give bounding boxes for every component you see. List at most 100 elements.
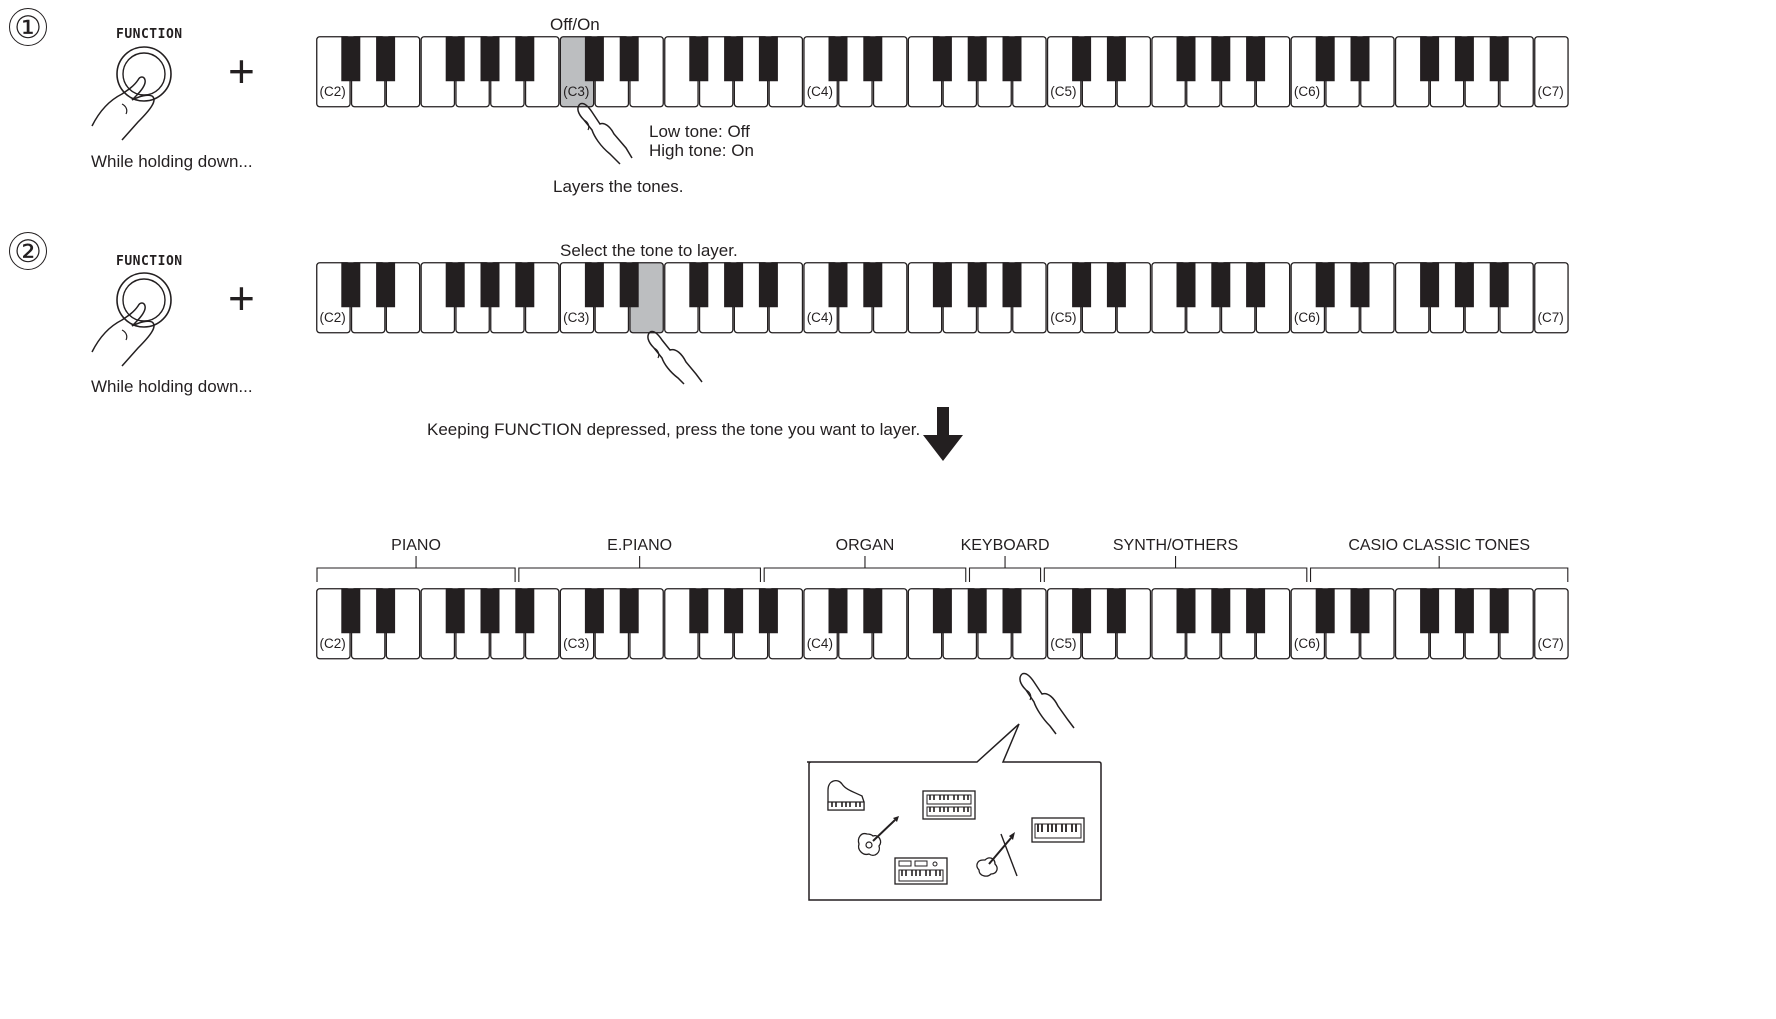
- black-key[interactable]: [1002, 36, 1022, 82]
- instruction-caption: Keeping FUNCTION depressed, press the to…: [427, 420, 921, 439]
- octave-label: (C3): [563, 310, 589, 325]
- black-key[interactable]: [1176, 262, 1196, 308]
- black-key[interactable]: [1350, 588, 1370, 634]
- black-key[interactable]: [445, 588, 465, 634]
- white-key[interactable]: [1534, 588, 1569, 660]
- black-key[interactable]: [376, 36, 396, 82]
- black-key[interactable]: [341, 262, 361, 308]
- black-key[interactable]: [1106, 588, 1126, 634]
- black-key[interactable]: [1489, 36, 1509, 82]
- black-key[interactable]: [515, 36, 535, 82]
- black-key[interactable]: [758, 36, 778, 82]
- black-key[interactable]: [932, 588, 952, 634]
- black-key[interactable]: [689, 36, 709, 82]
- black-key[interactable]: [584, 36, 604, 82]
- black-key[interactable]: [724, 262, 744, 308]
- black-key[interactable]: [619, 262, 639, 308]
- black-key[interactable]: [967, 262, 987, 308]
- black-key[interactable]: [515, 262, 535, 308]
- black-key[interactable]: [1350, 36, 1370, 82]
- tone-category-label: KEYBOARD: [960, 537, 1050, 554]
- black-key[interactable]: [1176, 36, 1196, 82]
- black-key[interactable]: [341, 36, 361, 82]
- black-key[interactable]: [724, 36, 744, 82]
- black-key[interactable]: [1489, 262, 1509, 308]
- black-key[interactable]: [863, 36, 883, 82]
- black-key[interactable]: [515, 588, 535, 634]
- function-button-hand-icon: [91, 272, 172, 367]
- black-key[interactable]: [828, 36, 848, 82]
- octave-label: (C5): [1050, 310, 1076, 325]
- black-key[interactable]: [1489, 588, 1509, 634]
- octave-label: (C2): [320, 84, 346, 99]
- black-key[interactable]: [1315, 588, 1335, 634]
- black-key[interactable]: [1454, 588, 1474, 634]
- black-key[interactable]: [1211, 588, 1231, 634]
- black-key[interactable]: [376, 588, 396, 634]
- black-key[interactable]: [932, 262, 952, 308]
- black-key[interactable]: [863, 588, 883, 634]
- layers-tones-caption: Layers the tones.: [553, 177, 684, 196]
- tone-category-label: PIANO: [391, 537, 441, 554]
- black-key[interactable]: [689, 588, 709, 634]
- black-key[interactable]: [1211, 36, 1231, 82]
- off-on-label: Off/On: [550, 15, 600, 34]
- black-key[interactable]: [619, 588, 639, 634]
- black-key[interactable]: [1246, 262, 1266, 308]
- keyboard-icon: [894, 857, 948, 885]
- octave-label: (C6): [1294, 636, 1320, 651]
- black-key[interactable]: [758, 588, 778, 634]
- black-key[interactable]: [1420, 262, 1440, 308]
- black-key[interactable]: [1420, 588, 1440, 634]
- white-key[interactable]: [1534, 262, 1569, 334]
- black-key[interactable]: [1246, 36, 1266, 82]
- black-key[interactable]: [1002, 588, 1022, 634]
- black-key[interactable]: [480, 262, 500, 308]
- black-key[interactable]: [1106, 262, 1126, 308]
- black-key[interactable]: [967, 36, 987, 82]
- tone-category-label: E.PIANO: [607, 537, 673, 554]
- black-key[interactable]: [341, 588, 361, 634]
- black-key[interactable]: [445, 36, 465, 82]
- black-key[interactable]: [1315, 36, 1335, 82]
- keyboard-step-1: (C2)(C3)(C4)(C5)(C6)(C7): [316, 36, 1569, 108]
- black-key[interactable]: [932, 36, 952, 82]
- black-key[interactable]: [724, 588, 744, 634]
- white-key[interactable]: [1534, 36, 1569, 108]
- black-key[interactable]: [1072, 36, 1092, 82]
- black-key[interactable]: [619, 36, 639, 82]
- black-key[interactable]: [1246, 588, 1266, 634]
- pressing-hand-icon: [577, 102, 633, 165]
- octave-label: (C5): [1050, 636, 1076, 651]
- plus-sign: +: [228, 272, 255, 324]
- black-key[interactable]: [1072, 588, 1092, 634]
- black-key[interactable]: [376, 262, 396, 308]
- black-key[interactable]: [584, 588, 604, 634]
- black-key[interactable]: [828, 588, 848, 634]
- black-key[interactable]: [445, 262, 465, 308]
- black-key[interactable]: [828, 262, 848, 308]
- black-key[interactable]: [1350, 262, 1370, 308]
- black-key[interactable]: [1211, 262, 1231, 308]
- black-key[interactable]: [1072, 262, 1092, 308]
- black-key[interactable]: [1106, 36, 1126, 82]
- black-key[interactable]: [1420, 36, 1440, 82]
- black-key[interactable]: [1315, 262, 1335, 308]
- category-bracket: [1043, 567, 1308, 582]
- category-bracket: [763, 567, 967, 582]
- black-key[interactable]: [480, 588, 500, 634]
- black-key[interactable]: [689, 262, 709, 308]
- black-key[interactable]: [1176, 588, 1196, 634]
- black-key[interactable]: [1454, 36, 1474, 82]
- black-key[interactable]: [758, 262, 778, 308]
- category-bracket: [518, 567, 761, 582]
- black-key[interactable]: [967, 588, 987, 634]
- black-key[interactable]: [480, 36, 500, 82]
- black-key[interactable]: [1002, 262, 1022, 308]
- black-key[interactable]: [584, 262, 604, 308]
- holding-caption: While holding down...: [91, 377, 253, 396]
- black-key[interactable]: [863, 262, 883, 308]
- black-key[interactable]: [1454, 262, 1474, 308]
- keyboard-categories: (C2)(C3)(C4)(C5)(C6)(C7): [316, 588, 1569, 660]
- down-arrow-icon: [923, 407, 963, 461]
